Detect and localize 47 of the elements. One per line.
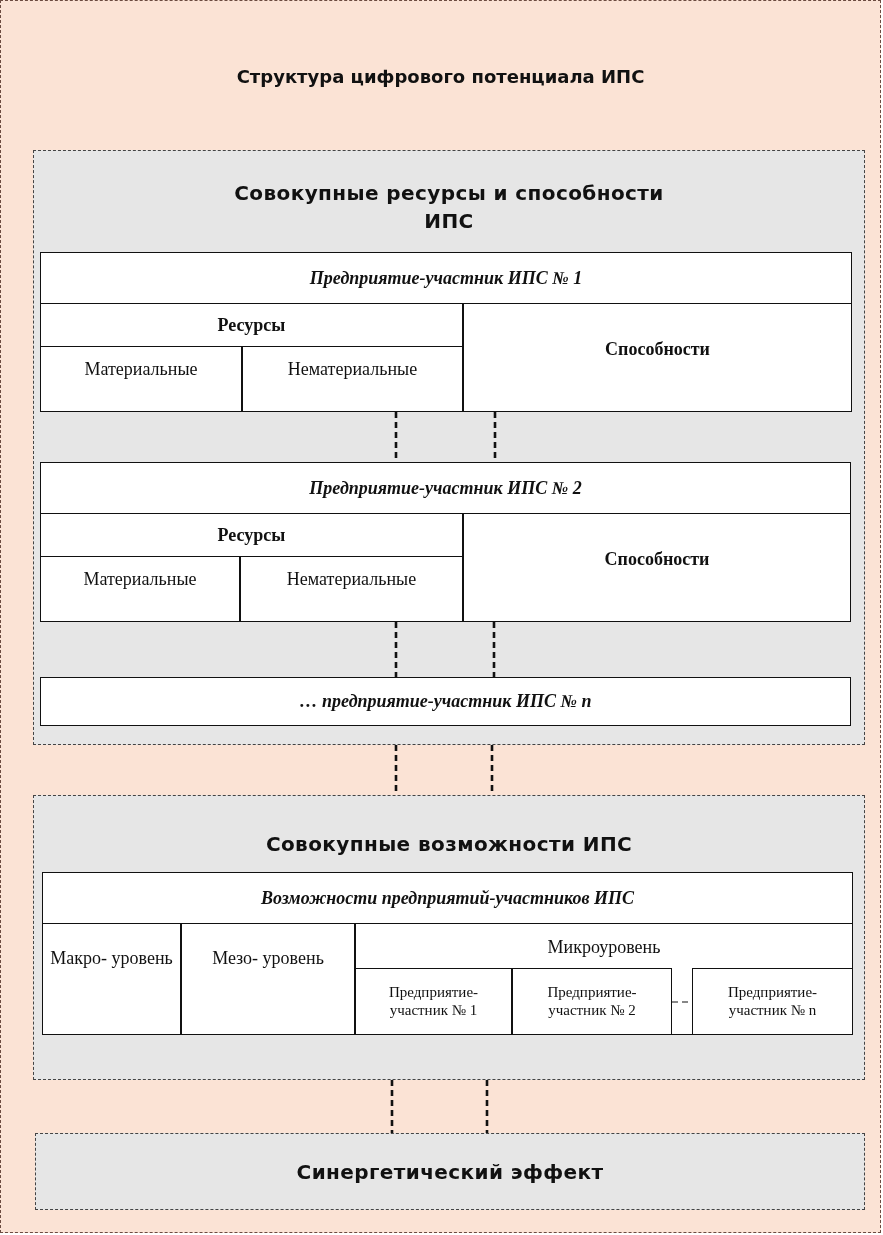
table-cell xyxy=(463,513,851,622)
table-cell xyxy=(355,968,512,1035)
table-cell xyxy=(40,513,463,622)
cell-label: Предприятие- участник № 1 xyxy=(387,983,480,1019)
table-box xyxy=(40,677,851,726)
cell-label: Микроуровень xyxy=(546,935,662,958)
cell-label: Материальные xyxy=(82,568,198,590)
cell-label: Материальные xyxy=(83,358,199,380)
dashed-connector xyxy=(390,1080,394,1133)
table-box xyxy=(42,872,853,1035)
cell-label: Способности xyxy=(604,338,711,360)
table-cell xyxy=(40,556,240,622)
cell-label: Предприятие-участник ИПС № 2 xyxy=(308,478,583,499)
dashed-connector xyxy=(492,622,496,677)
cell-label: Макро- уровень xyxy=(49,947,174,969)
cell-label: Предприятие- участник № 2 xyxy=(546,983,638,1019)
cell-label: Предприятие- участник № n xyxy=(726,983,819,1019)
cell-label: Возможности предприятий-участников ИПС xyxy=(259,888,636,909)
cell-label: Мезо- уровень xyxy=(211,947,325,969)
table-cell xyxy=(240,556,463,622)
cell-label: … предприятие-участник ИПС № n xyxy=(298,691,593,712)
table-cell xyxy=(355,923,853,1035)
table-cell xyxy=(42,923,181,1035)
group-panel xyxy=(35,1133,865,1210)
table-cell xyxy=(463,303,852,412)
cell-label: Нематериальные xyxy=(286,358,419,380)
cell-label: Способности xyxy=(603,548,711,570)
table-cell xyxy=(40,346,242,412)
table-box xyxy=(40,252,852,412)
table-box xyxy=(40,462,851,622)
dashed-connector xyxy=(485,1080,489,1133)
table-cell xyxy=(692,968,853,1035)
heading: Совокупные ресурсы и способности ИПС xyxy=(233,180,665,235)
heading: Синергетический эффект xyxy=(295,1158,605,1186)
heading: Совокупные возможности ИПС xyxy=(264,831,634,858)
heading: Структура цифрового потенциала ИПС xyxy=(235,65,646,87)
group-panel xyxy=(33,795,865,1080)
table-cell xyxy=(512,968,672,1035)
group-panel xyxy=(33,150,865,745)
table-cell xyxy=(40,303,463,412)
table-cell xyxy=(181,923,355,1035)
cell-label: Нематериальные xyxy=(285,568,418,590)
cell-label: Ресурсы xyxy=(216,525,287,546)
dashed-connector xyxy=(394,622,398,677)
cell-label: Ресурсы xyxy=(216,315,287,336)
table-cell xyxy=(242,346,463,412)
cell-label: Предприятие-участник ИПС № 1 xyxy=(308,268,584,289)
